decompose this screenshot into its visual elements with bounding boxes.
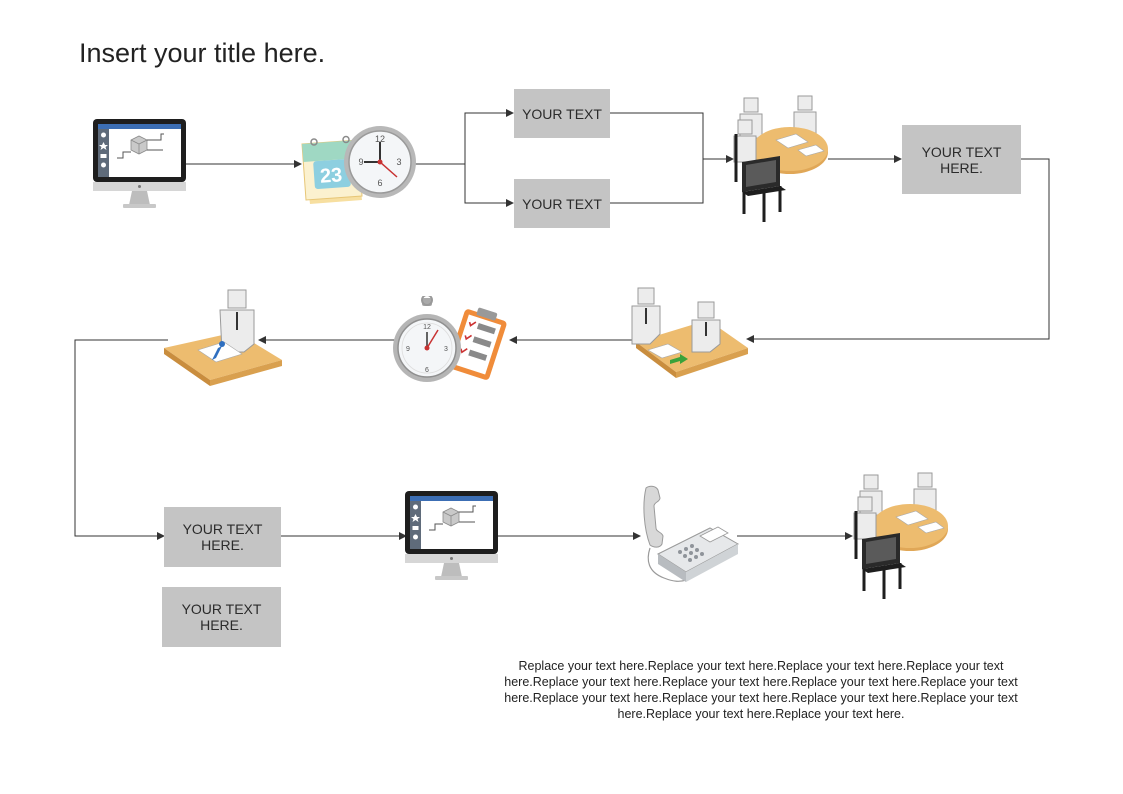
split-line <box>412 109 514 165</box>
stopwatch-clipboard-icon: 12 3 6 9 <box>393 296 507 382</box>
svg-text:12: 12 <box>375 134 385 144</box>
text-box-right: YOUR TEXT HERE. <box>902 125 1021 194</box>
calendar-clock-icon: 23 12 3 6 9 <box>301 126 416 204</box>
svg-text:9: 9 <box>358 157 363 167</box>
meeting-table-icon-bottom <box>853 472 948 599</box>
desk-worker-icon <box>164 289 282 386</box>
monitor-icon <box>93 119 186 208</box>
svg-text:6: 6 <box>377 178 382 188</box>
svg-text:12: 12 <box>423 324 431 331</box>
text-box-top-lower: YOUR TEXT <box>514 179 610 228</box>
arrow-box-to-meeting-lower <box>610 159 704 204</box>
text-box-label: YOUR TEXT HERE. <box>182 521 263 553</box>
text-box-label: YOUR TEXT <box>522 105 602 122</box>
text-box-bottom-upper: YOUR TEXT HERE. <box>164 507 281 567</box>
text-box-label: YOUR TEXT <box>522 195 602 212</box>
text-box-label: YOUR TEXT HERE. <box>921 143 1002 176</box>
text-box-bottom-lower: YOUR TEXT HERE. <box>162 587 281 647</box>
meeting-table-icon <box>733 95 828 222</box>
desk-meeting-icon <box>631 287 748 378</box>
svg-text:6: 6 <box>425 367 429 374</box>
note-text: Replace your text here.Replace your text… <box>504 659 1018 721</box>
arrow-box-to-desk-meeting <box>746 158 1050 343</box>
calendar-day-text: 23 <box>319 164 343 187</box>
page-title: Insert your title here. <box>79 38 326 68</box>
telephone-icon <box>643 485 740 582</box>
svg-text:9: 9 <box>406 346 410 353</box>
arrow-box-to-meeting-upper <box>610 112 734 163</box>
arrow-desk-to-box <box>74 339 168 540</box>
svg-text:3: 3 <box>396 157 401 167</box>
svg-text:3: 3 <box>444 346 448 353</box>
monitor-icon-bottom <box>405 491 498 580</box>
text-box-top-upper: YOUR TEXT <box>514 89 610 138</box>
split-line-lower <box>464 164 514 207</box>
text-box-label: YOUR TEXT HERE. <box>181 601 262 633</box>
